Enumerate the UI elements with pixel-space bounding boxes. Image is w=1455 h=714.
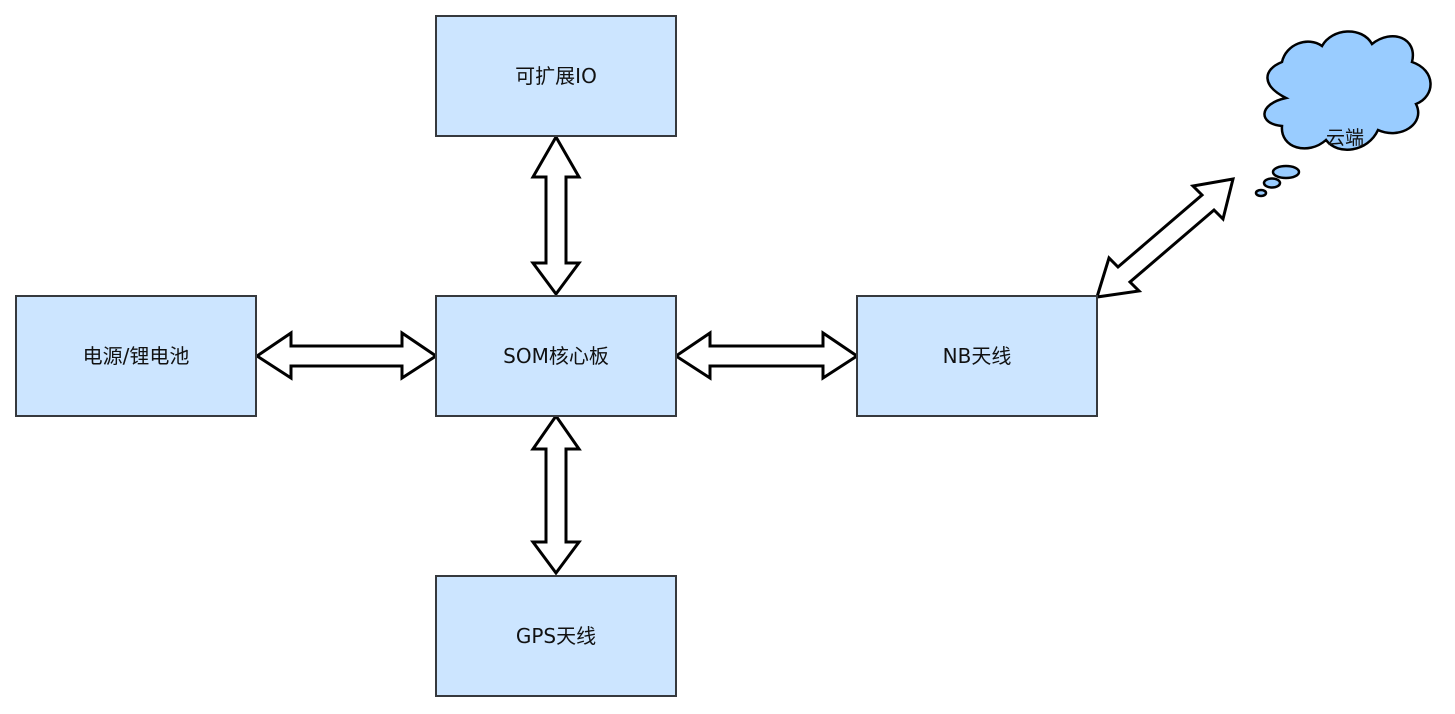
- node-gps-label: GPS天线: [516, 624, 596, 648]
- node-gps: GPS天线: [435, 575, 677, 697]
- node-nb-box: [856, 295, 1098, 417]
- arrow-som-nb: [673, 330, 860, 381]
- node-io-label: 可扩展IO: [515, 64, 597, 88]
- node-gps-box: [435, 575, 677, 697]
- arrow-power-som: [254, 330, 439, 381]
- node-io: 可扩展IO: [435, 15, 677, 137]
- node-nb: NB天线: [856, 295, 1098, 417]
- node-som-box: [435, 295, 677, 417]
- node-cloud-label: 云端: [1326, 127, 1364, 149]
- arrow-som-gps: [530, 413, 582, 576]
- node-power-label: 电源/锂电池: [83, 344, 190, 368]
- arrow-nb-cloud: [1094, 177, 1236, 299]
- arrow-som-io: [530, 133, 582, 297]
- node-io-box: [435, 15, 677, 137]
- cloud-bubble-large: [1271, 164, 1301, 180]
- cloud-icon: [1263, 30, 1432, 151]
- cloud-bubble-small: [1254, 188, 1268, 198]
- node-cloud: 云端: [1254, 30, 1432, 198]
- node-som-label: SOM核心板: [503, 344, 609, 368]
- node-power-box: [15, 295, 257, 417]
- node-nb-label: NB天线: [943, 344, 1012, 368]
- cloud-bubble-medium: [1262, 177, 1282, 189]
- node-som: SOM核心板: [435, 295, 677, 417]
- node-power: 电源/锂电池: [15, 295, 257, 417]
